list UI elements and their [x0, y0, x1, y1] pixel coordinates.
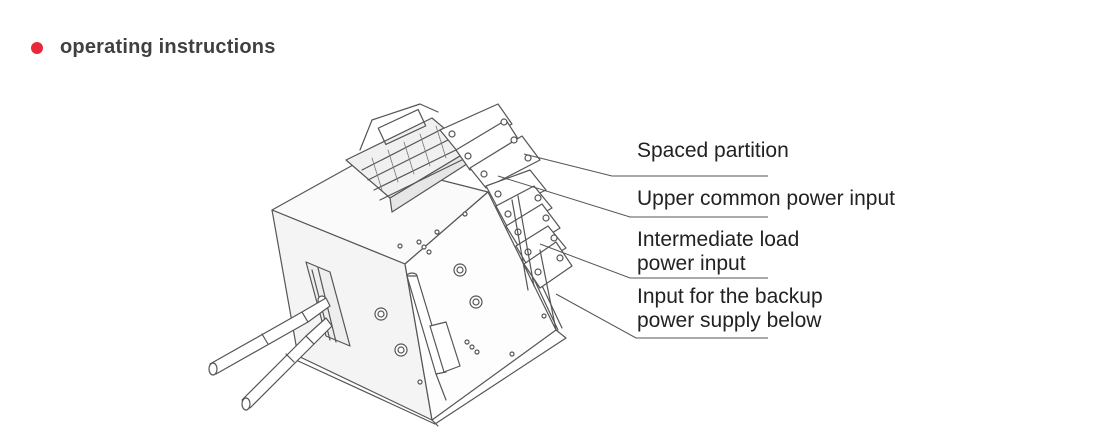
label-spaced-partition: Spaced partition [637, 139, 789, 162]
label-backup-power-supply-input: Input for the backup power supply below [637, 285, 823, 332]
label-upper-common-power-input: Upper common power input [637, 187, 895, 210]
label-intermediate-load-power-input: Intermediate load power input [637, 228, 800, 275]
leader-upper-common [497, 175, 768, 218]
terminal-tabs [439, 103, 573, 331]
base-plate [295, 329, 567, 425]
leader-backup-supply [555, 293, 768, 339]
leader-intermediate-load [539, 243, 768, 279]
section-header: operating instructions [31, 36, 276, 59]
bullet-dot-icon [31, 41, 43, 54]
operating-handles [208, 297, 333, 411]
leader-spaced-partition [523, 153, 768, 177]
top-module [345, 103, 471, 213]
section-title: operating instructions [60, 36, 276, 58]
center-shaft [406, 272, 461, 401]
